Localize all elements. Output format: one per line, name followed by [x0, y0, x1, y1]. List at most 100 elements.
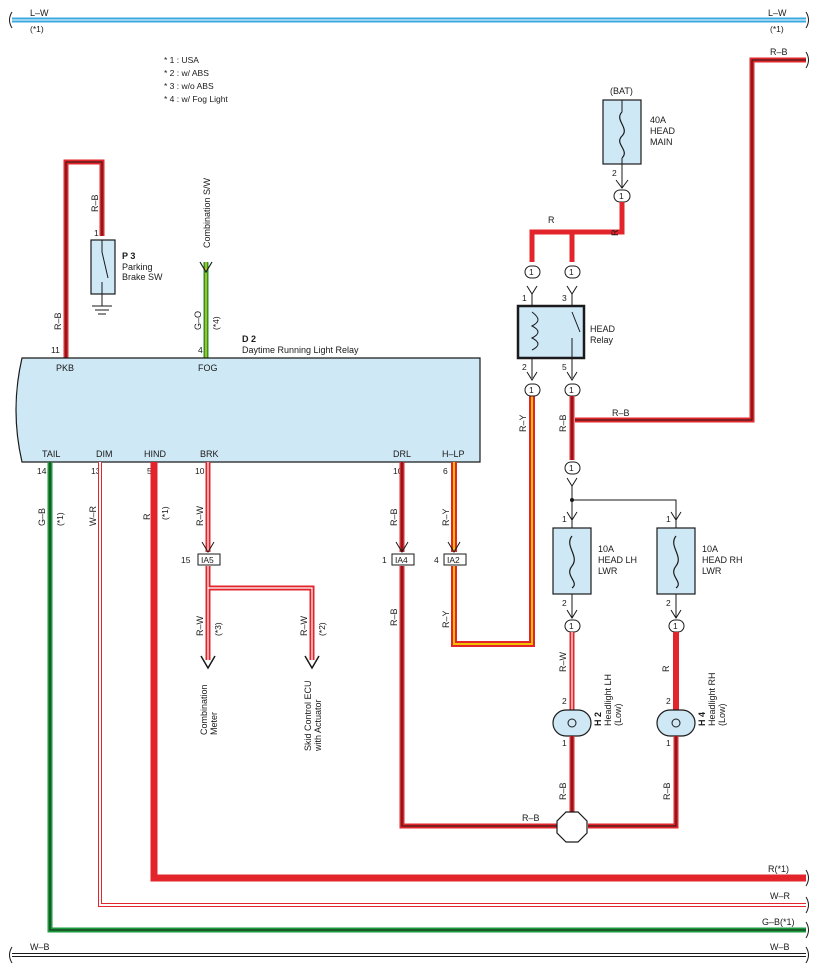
relay-pin-5: 5: [562, 362, 567, 372]
hlp-num: 6: [443, 466, 448, 476]
brk-left-note: (*3): [213, 622, 223, 636]
bulb-icon: [567, 718, 577, 728]
top-right-note: (*1): [770, 24, 784, 34]
brk-right-note: (*2): [317, 622, 327, 636]
tail-wire: G–B (*1) G–B(*1): [37, 462, 806, 933]
legend-item-2: * 2 : w/ ABS: [164, 68, 209, 78]
ia5-connector: [197, 553, 221, 566]
headlight-rh-pin-top: 2: [666, 696, 671, 706]
ia2-label: IA2: [447, 555, 460, 565]
head-relay-body: [516, 304, 586, 360]
top-right-label: L–W: [768, 8, 787, 18]
headlight-rh-pin-bottom: 1: [666, 738, 671, 748]
hlp-below-wire: R–Y: [441, 610, 451, 628]
hind-num: 5: [147, 466, 152, 476]
ia4-label: IA4: [395, 555, 408, 565]
relay-output: R–B 1: [558, 396, 682, 528]
relay-right-wire-label: R–B: [612, 408, 630, 418]
hind-name: HIND: [144, 449, 166, 459]
fog-wire: Combination S/W G–O (*4): [193, 177, 221, 358]
dim-wire-label: W–R: [88, 506, 98, 527]
fuse-rh: 1 10A HEAD RH LWR 2 1: [656, 514, 743, 633]
brk-left-wire: R–W: [195, 615, 205, 636]
fog-wire-label: G–O: [193, 311, 203, 330]
relay-switch-icon: [571, 311, 581, 333]
fuse-lh-pin-bottom: 2: [562, 598, 567, 608]
bulb-icon: [671, 718, 681, 728]
hlp-wire: R–Y IA2 4 R–Y R–Y: [434, 388, 535, 647]
ia2-pin: 4: [434, 555, 439, 565]
brk-right-wire: R–W: [299, 615, 309, 636]
headlight-lh-body: [552, 709, 592, 737]
headlight-rh-code: H 4: [697, 712, 707, 726]
relay-pin-1: 1: [522, 293, 527, 303]
wr-right-label: W–R: [770, 891, 791, 901]
fog-name: FOG: [198, 363, 218, 373]
fuse-rh-name-2: LWR: [702, 566, 722, 576]
drl-num: 10: [393, 466, 403, 476]
pkb-name-2: Brake SW: [122, 272, 163, 282]
headlight-lh-code: H 2: [593, 712, 603, 726]
pkb-sw-pin: 1: [94, 228, 99, 238]
bottom-left-label: W–B: [30, 942, 50, 952]
fuse-lh-rating: 10A: [598, 544, 614, 554]
combination-sw-label: Combination S/W: [202, 177, 212, 248]
headlight-rh-wire-bottom: R–B: [662, 782, 672, 800]
ia4-connector: [391, 553, 415, 566]
headlight-rh-body: [656, 709, 696, 737]
skid-ecu-label-1: Skid Control ECU: [303, 680, 313, 751]
head-relay-name-2: Relay: [590, 335, 614, 345]
dim-wire: W–R W–R: [88, 462, 806, 907]
headlight-rh-name-1: Headlight RH: [707, 672, 717, 726]
headlight-rh: R 2 H 4 Headlight RH (Low) 1 R–B: [588, 632, 727, 829]
top-bus: L–W (*1) L–W (*1): [9, 8, 809, 34]
fuse-rh-pin-top: 1: [666, 514, 671, 524]
relay-module: D 2 Daytime Running Light Relay 11 4 PKB…: [15, 334, 481, 476]
parking-brake-circuit: R–B R–B 1 P 3 Parking Brake SW: [53, 159, 163, 358]
relay-top-conn-1: 1: [529, 267, 534, 277]
relay-coil-wire: R–B: [558, 414, 568, 432]
relay-pin-2: 2: [522, 362, 527, 372]
brk-name: BRK: [200, 449, 219, 459]
hlp-wire-label: R–Y: [441, 508, 451, 526]
relay-top-wire-1: R: [548, 215, 555, 225]
fuse-rh-body: [656, 527, 696, 595]
hlp-name: H–LP: [442, 449, 465, 459]
main-fuse-rating: 40A: [650, 115, 666, 125]
skid-ecu-label-2: with Actuator: [313, 699, 323, 752]
fuse-rh-pin-bottom: 2: [666, 598, 671, 608]
ia2-connector: [443, 553, 467, 566]
fuse-icon: [673, 535, 679, 589]
headlight-rh-name-2: (Low): [717, 703, 727, 726]
bat-label: (BAT): [610, 86, 633, 96]
pkb-wire: R–B: [53, 312, 63, 330]
fuse-lh-name-2: LWR: [598, 566, 618, 576]
tail-name: TAIL: [42, 449, 60, 459]
tail-wire-note: (*1): [55, 512, 65, 526]
ground-wire-label: R–B: [522, 813, 540, 823]
headlight-lh-wire-bottom: R–B: [558, 782, 568, 800]
legend-item-4: * 4 : w/ Fog Light: [164, 94, 228, 104]
ia5-pin: 15: [181, 555, 191, 565]
main-fuse: (BAT) 40A HEAD MAIN 2 1 R R: [529, 86, 676, 262]
main-fuse-name-2: MAIN: [650, 137, 673, 147]
tail-wire-label: G–B: [37, 508, 47, 526]
drl-below-wire: R–B: [389, 608, 399, 626]
bottom-bus: W–B W–B: [9, 869, 809, 964]
headlight-lh-wire-top: R–W: [558, 651, 568, 672]
relay-coil-icon: [530, 311, 539, 351]
relay-bottom-conn-1: 1: [529, 385, 534, 395]
brk-num: 10: [195, 466, 205, 476]
pkb-code: P 3: [122, 251, 135, 261]
fog-wire-note: (*4): [211, 316, 221, 330]
headlight-lh-name-2: (Low): [613, 703, 623, 726]
ground-junction: [556, 811, 588, 843]
pkb-name: PKB: [56, 363, 74, 373]
combination-meter-label-1: Combination: [199, 684, 209, 735]
relay-name: Daytime Running Light Relay: [242, 345, 359, 355]
fuse-icon: [619, 111, 625, 159]
gb-right-label: G–B(*1): [762, 917, 795, 927]
fuse-rh-rating: 10A: [702, 544, 718, 554]
fuse-rh-conn: 1: [673, 621, 678, 631]
